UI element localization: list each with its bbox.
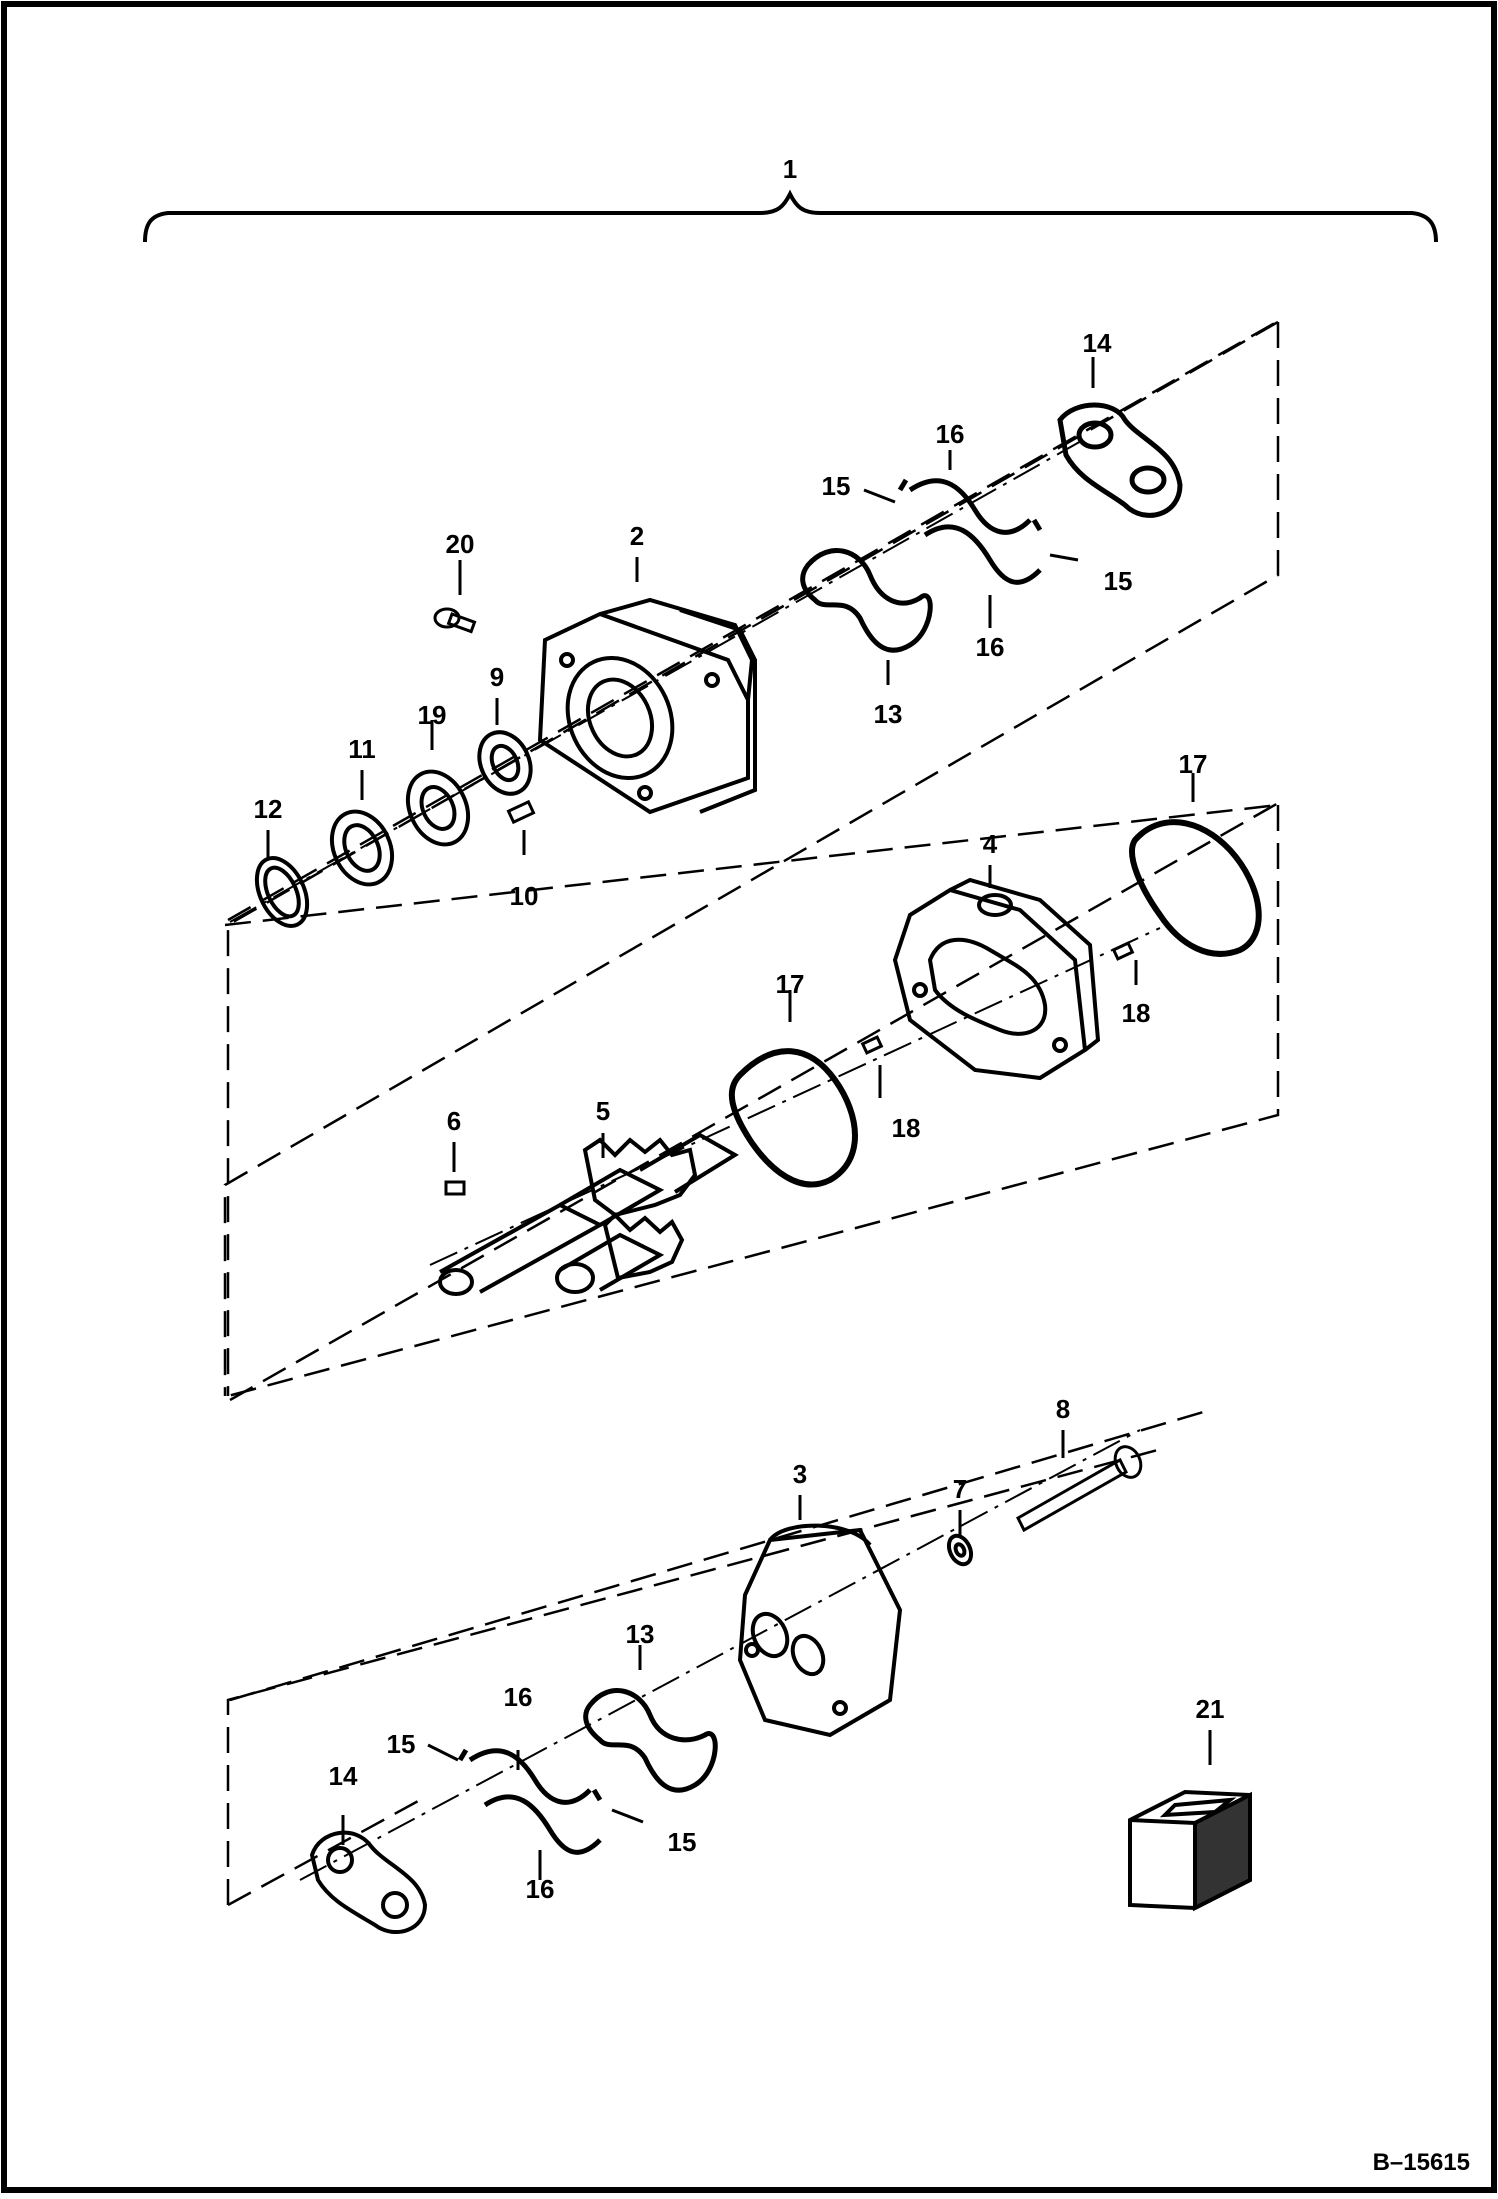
- drawing-reference-number: B–15615: [1373, 2149, 1470, 2176]
- callout-12: 12: [254, 794, 283, 824]
- part-14-plate-lower: [309, 1830, 428, 1935]
- part-5-gear-set: [438, 1132, 739, 1296]
- callout-17-right: 17: [1179, 749, 1208, 779]
- callout-20: 20: [446, 529, 475, 559]
- callout-7: 7: [953, 1474, 967, 1504]
- callout-2: 2: [630, 521, 644, 551]
- part-3-end-cover: [737, 1523, 903, 1738]
- callout-15-upper-right: 15: [1104, 566, 1133, 596]
- callout-10: 10: [510, 881, 539, 911]
- callout-15-lower-right: 15: [668, 1827, 697, 1857]
- callout-13-upper: 13: [874, 699, 903, 729]
- part-6-key: [444, 1180, 466, 1196]
- callout-8: 8: [1056, 1394, 1070, 1424]
- part-13-seal-upper: [800, 548, 933, 653]
- callout-18-right: 18: [1122, 998, 1151, 1028]
- part-19-seal: [405, 769, 471, 847]
- part-18-dowel-right: [1111, 941, 1135, 961]
- callout-3: 3: [793, 1459, 807, 1489]
- part-15-16-rings-lower: [457, 1748, 603, 1855]
- callout-14-lower: 14: [329, 1761, 358, 1791]
- part-7-washer: [946, 1533, 974, 1567]
- part-9-bearing: [477, 730, 533, 796]
- callout-16-upper-top: 16: [936, 419, 965, 449]
- callout-14-upper: 14: [1083, 328, 1112, 358]
- part-17-oring-right: [1129, 819, 1262, 957]
- callout-11: 11: [348, 734, 376, 764]
- callout-19: 19: [418, 700, 447, 730]
- assembly-brace: [143, 189, 1438, 243]
- callout-15-upper-left: 15: [822, 471, 851, 501]
- callout-16-upper-bottom: 16: [976, 632, 1005, 662]
- explode-lines: [223, 318, 1281, 1907]
- part-8-bolt: [1016, 1445, 1143, 1533]
- callout-15-lower-left: 15: [387, 1729, 416, 1759]
- part-2-mounting-flange: [537, 597, 757, 815]
- callout-18-left: 18: [892, 1113, 921, 1143]
- part-17-oring-left: [728, 1048, 858, 1188]
- part-4-gear-housing: [892, 877, 1101, 1081]
- callout-13-lower: 13: [626, 1619, 655, 1649]
- callout-17-left: 17: [776, 969, 805, 999]
- callout-16-lower-top: 16: [504, 1682, 533, 1712]
- callout-labels: 2 3 4 5 6 7 8 9 10 11 12 13 13 14 14 15 …: [254, 328, 1225, 1904]
- part-10-dowel: [506, 799, 536, 825]
- part-11-seal: [329, 809, 395, 887]
- part-18-dowel-left: [860, 1035, 884, 1055]
- part-20-screw: [433, 607, 477, 634]
- callout-9: 9: [490, 662, 504, 692]
- part-21-seal-kit: [1128, 1789, 1252, 1912]
- callout-21: 21: [1196, 1694, 1225, 1724]
- callout-4: 4: [983, 829, 998, 859]
- callout-5: 5: [596, 1096, 610, 1126]
- part-13-seal-lower: [583, 1688, 718, 1793]
- leader-lines: [266, 357, 1212, 1880]
- assembly-callout: 1: [783, 154, 797, 184]
- part-15-16-rings-upper: [897, 478, 1043, 585]
- part-14-plate-upper: [1057, 402, 1183, 518]
- callout-16-lower-bottom: 16: [526, 1874, 555, 1904]
- callout-6: 6: [447, 1106, 461, 1136]
